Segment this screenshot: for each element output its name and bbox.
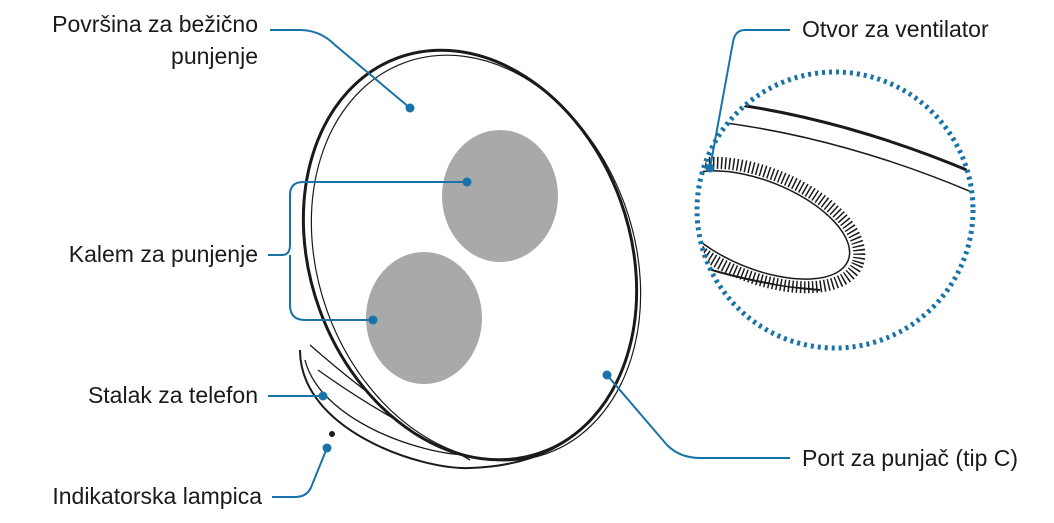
callout-fan-opening bbox=[709, 29, 790, 169]
label-phone-stand: Stalak za telefon bbox=[87, 382, 258, 408]
label-charger-port: Port za punjač (tip C) bbox=[802, 445, 1019, 471]
callout-charging-coil bbox=[268, 181, 467, 256]
label-indicator-light: Indikatorska lampica bbox=[52, 483, 262, 509]
fan-detail bbox=[694, 69, 976, 351]
charging-coil-bottom bbox=[366, 252, 482, 384]
callout-lines bbox=[268, 29, 790, 498]
indicator-light bbox=[329, 431, 335, 437]
callout-wireless-surface bbox=[270, 29, 411, 109]
detail-border bbox=[694, 69, 976, 351]
label-wireless-surface: Površina za bežično punjenje bbox=[52, 11, 258, 69]
label-fan-opening: Otvor za ventilator bbox=[802, 16, 989, 42]
charging-coil-top bbox=[442, 130, 558, 262]
label-charging-coil: Kalem za punjenje bbox=[68, 241, 258, 267]
callout-indicator-light bbox=[272, 447, 328, 498]
charging-pad-rim bbox=[310, 54, 642, 462]
charging-pad bbox=[301, 48, 639, 462]
callout-charger-port bbox=[606, 374, 790, 459]
